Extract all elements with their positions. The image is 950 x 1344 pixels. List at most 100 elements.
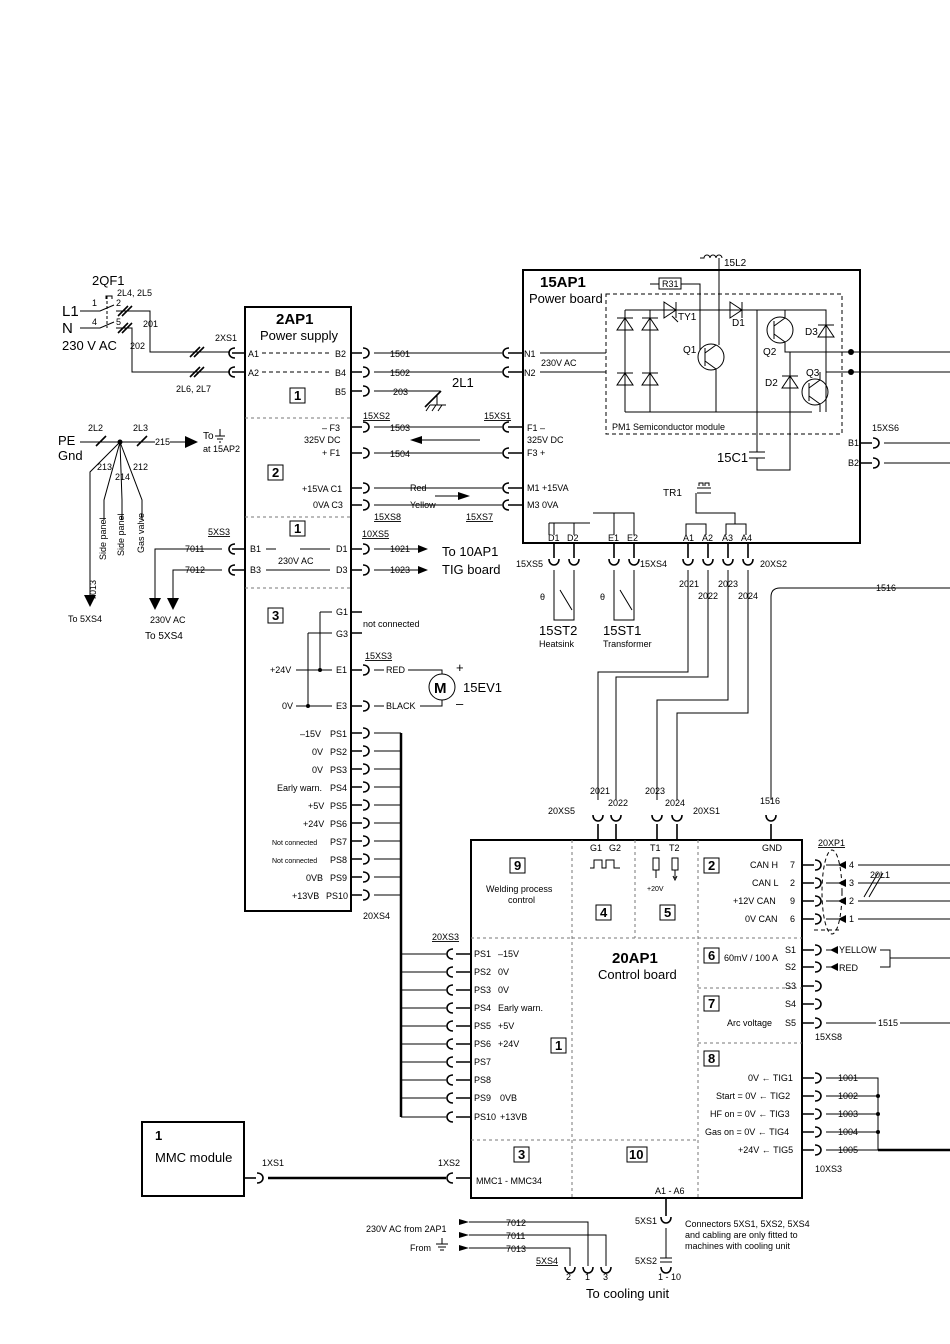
section-number: 6 — [708, 948, 715, 963]
ps-pin: PS10 — [326, 891, 348, 901]
power-supply-2ap1: 2AP1 Power supply 2XS1 A1 A2 B2 B4 B5 1 … — [215, 306, 420, 921]
wire-label: 1004 — [838, 1127, 858, 1137]
shunt-label: 60mV / 100 A — [724, 953, 778, 963]
ps-label: 0V — [312, 765, 323, 775]
pin-label: M3 0VA — [527, 500, 558, 510]
arc-voltage-label: Arc voltage — [727, 1018, 772, 1028]
ps-pin: PS4 — [474, 1003, 491, 1013]
component-label: TY1 — [678, 312, 697, 323]
15ap1-title: 15AP1 — [540, 274, 586, 291]
ps-label: +24V — [303, 819, 324, 829]
voltage-label: 230V AC — [150, 615, 186, 625]
transistor-q2-icon — [766, 316, 794, 344]
control-board-20ap1: 2021 2022 2023 2024 1516 20XS5 20XS1 GND… — [470, 786, 803, 1199]
pin-label: A3 — [722, 533, 733, 543]
wire-label: 1516 — [876, 583, 896, 593]
wire-label: 201 — [143, 319, 158, 329]
wire-label: 202 — [130, 341, 145, 351]
tig-label: HF on = 0V ← TIG3 — [710, 1109, 790, 1119]
pin-label: F3 + — [527, 448, 545, 458]
connector-label: 20XS5 — [548, 806, 575, 816]
can-label: +12V CAN — [733, 896, 776, 906]
ps-label: 0VB — [306, 873, 323, 883]
ps-pin: PS3 — [474, 985, 491, 995]
ps-pin: PS1 — [330, 729, 347, 739]
ground-icon — [215, 429, 225, 443]
pin-label: 6 — [790, 914, 795, 924]
pin-label: B2 — [335, 349, 346, 359]
pin-label: + F1 — [322, 448, 340, 458]
pin-label: 2 — [849, 896, 854, 906]
wire-color-label: RED — [386, 665, 406, 675]
can-label: CAN L — [752, 878, 779, 888]
wire-color-label: RED — [839, 963, 859, 973]
section-number — [289, 387, 306, 404]
section-number: 1 — [294, 388, 301, 403]
motor-icon — [428, 673, 456, 701]
wire-label: 1002 — [838, 1091, 858, 1101]
side-panel-label: Side panel — [116, 513, 126, 556]
ps-pin: PS6 — [330, 819, 347, 829]
ps-label: +5V — [308, 801, 324, 811]
wire-label: 213 — [97, 462, 112, 472]
ps-pin: PS2 — [474, 967, 491, 977]
section-number: 3 — [518, 1147, 525, 1162]
pm1-label: PM1 Semiconductor module — [612, 422, 725, 432]
component-label: R31 — [662, 279, 679, 289]
ps-pin: PS2 — [330, 747, 347, 757]
ps-pin: PS4 — [330, 783, 347, 793]
connector-label: 15XS7 — [466, 512, 493, 522]
diode-bridge — [616, 317, 659, 386]
pin-label: E3 — [336, 701, 347, 711]
section-number — [703, 995, 720, 1012]
ps-pin: PS6 — [474, 1039, 491, 1049]
tig-label: 0V ← TIG1 — [748, 1073, 793, 1083]
connector-label: 10XS3 — [815, 1164, 842, 1174]
n-label: N — [62, 320, 73, 337]
pin-label: S1 — [785, 945, 796, 955]
wire-label: 2L3 — [133, 423, 148, 433]
ps-label: +13VB — [500, 1112, 527, 1122]
section-number: 2 — [708, 858, 715, 873]
pin-label: A2 — [702, 533, 713, 543]
ps-pin: PS3 — [330, 765, 347, 775]
mmc-label: MMC module — [155, 1150, 232, 1165]
pin-label: +15VA C1 — [302, 484, 342, 494]
diode-d2-icon — [781, 352, 799, 412]
component-label: Q2 — [763, 347, 777, 358]
connector-label: 10XS5 — [362, 529, 389, 539]
2ap1-box — [244, 306, 352, 912]
ps-label: 0VB — [500, 1093, 517, 1103]
pin-label: S5 — [785, 1018, 796, 1028]
pin-label: N1 — [524, 349, 536, 359]
mmc-module: 1 MMC module 1XS1 1XS2 — [141, 1121, 471, 1197]
wire-label: 2021 — [679, 579, 699, 589]
tig-interface: 0V ← TIG1 Start = 0V ← TIG2 HF on = 0V ←… — [705, 1072, 950, 1174]
pin-label: 3 — [603, 1272, 608, 1282]
pin-label: G1 — [590, 843, 602, 853]
to-5xs4-label: To 5XS4 — [68, 614, 102, 624]
breaker-terminal-bottom: 2L6, 2L7 — [176, 384, 211, 394]
connector-label: 20XS3 — [432, 932, 459, 942]
thermal-icon: θ — [600, 592, 605, 602]
thermal-sensors: 15XS5 15XS4 20XS2 θ θ 15ST2 Heatsink 15S… — [516, 543, 787, 649]
pin-label: A2 — [248, 368, 259, 378]
pin-label: B3 — [250, 565, 261, 575]
pin-label: A1 - A6 — [655, 1186, 685, 1196]
ground-icon — [436, 1238, 448, 1251]
destination-label: TIG board — [442, 562, 501, 577]
wire-label: 2024 — [665, 798, 685, 808]
shunt-arc-voltage: 60mV / 100 A S1 S2 S3 S4 S5 Arc voltage … — [724, 944, 950, 1042]
connector-label: 1XS2 — [438, 1158, 460, 1168]
section-number: 1 — [555, 1038, 562, 1053]
pm1-module-outline — [605, 293, 843, 435]
pin-label: 1 — [849, 914, 854, 924]
wire-label: 1515 — [878, 1018, 898, 1028]
thyristor-ty1-icon — [663, 301, 679, 323]
breaker-2qf1: 2QF1 2L4, 2L5 L1 N 230 V AC 1 2 4 5 201 … — [62, 273, 230, 394]
note-text: machines with cooling unit — [685, 1241, 791, 1251]
wire-label: 7013 — [88, 580, 98, 600]
pin-label: D2 — [567, 533, 579, 543]
pin-label: E1 — [608, 533, 619, 543]
